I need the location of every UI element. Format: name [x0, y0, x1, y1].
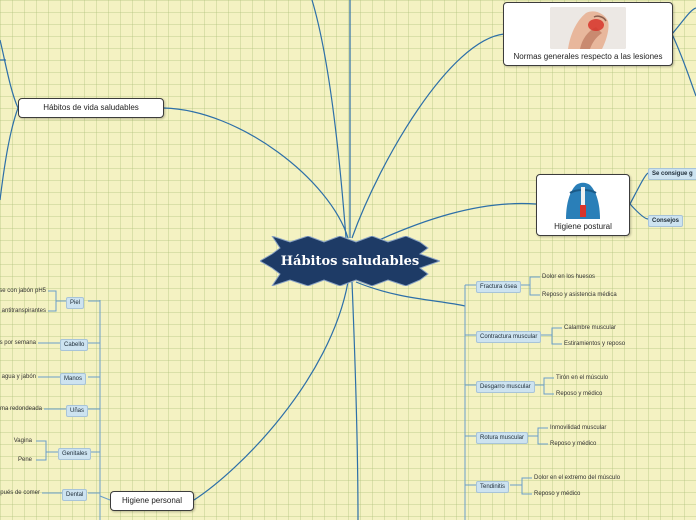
lesion-tendinitis[interactable]: Tendinitis: [476, 481, 510, 493]
category-cabello[interactable]: Cabello: [60, 339, 89, 351]
leaf-dental-1: pués de comer: [0, 490, 40, 496]
central-topic[interactable]: Hábitos saludables: [260, 236, 440, 286]
habitos-vida-label: Hábitos de vida saludables: [43, 103, 139, 112]
higiene-personal-label: Higiene personal: [121, 496, 183, 505]
category-manos[interactable]: Manos: [60, 373, 87, 385]
central-badge-shape: [260, 236, 440, 286]
central-title: Hábitos saludables: [280, 253, 420, 269]
lesion-rotura[interactable]: Rotura muscular: [476, 432, 529, 444]
category-unas[interactable]: Uñas: [66, 405, 89, 417]
leaf-unas-1: rma redondeada: [0, 406, 42, 412]
lesion-fractura[interactable]: Fractura ósea: [476, 281, 522, 293]
leaf-manos-1: n agua y jabón: [0, 374, 36, 380]
higiene-personal-node[interactable]: Higiene personal: [110, 491, 194, 511]
leaf-genitales-2: Pene: [17, 457, 32, 463]
tendinitis-item-2: Reposo y médico: [534, 491, 581, 497]
rotura-item-2: Reposo y médico: [550, 441, 597, 447]
spine-back-icon: [556, 179, 610, 219]
habitos-vida-node[interactable]: Hábitos de vida saludables: [18, 98, 164, 118]
desgarro-item-1: Tirón en el músculo: [556, 375, 609, 381]
category-genitales[interactable]: Genitales: [58, 448, 92, 460]
normas-label: Normas generales respecto a las lesiones: [513, 52, 663, 61]
knee-injury-icon: [550, 7, 626, 49]
higiene-postural-label: Higiene postural: [554, 222, 612, 231]
rotura-item-1: Inmovilidad muscular: [550, 425, 607, 431]
fractura-item-2: Reposo y asistencia médica: [542, 292, 617, 298]
category-piel[interactable]: Piel: [66, 297, 85, 309]
leaf-genitales-1: Vagina: [13, 438, 32, 444]
leaf-cabello-1: s por semana: [0, 340, 36, 346]
tendinitis-item-1: Dolor en el extremo del músculo: [534, 475, 621, 481]
se-consigue-tag[interactable]: Se consigue g: [648, 168, 696, 180]
higiene-postural-node[interactable]: Higiene postural: [536, 174, 630, 236]
leaf-piel-2: antitranspirantes: [1, 308, 46, 314]
desgarro-item-2: Reposo y médico: [556, 391, 603, 397]
contractura-item-2: Estiramientos y reposo: [564, 341, 626, 347]
normas-node[interactable]: Normas generales respecto a las lesiones: [503, 2, 673, 66]
category-dental[interactable]: Dental: [62, 489, 88, 501]
contractura-item-1: Calambre muscular: [564, 325, 617, 331]
lesion-desgarro[interactable]: Desgarro muscular: [476, 381, 535, 393]
fractura-item-1: Dolor en los huesos: [542, 274, 596, 280]
leaf-piel-1: se con jabón pH5: [0, 288, 46, 294]
lesion-contractura[interactable]: Contractura muscular: [476, 331, 542, 343]
consejos-tag[interactable]: Consejos: [648, 215, 684, 227]
